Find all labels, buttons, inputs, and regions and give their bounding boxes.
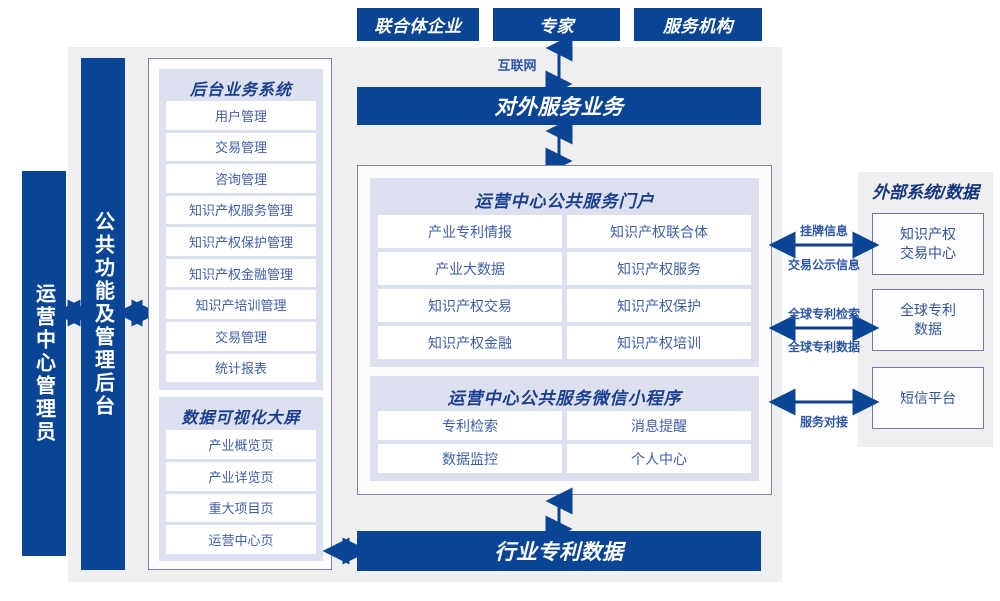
portal-to-data-arrow <box>545 487 573 543</box>
top-actor-label-0: 联合体企业 <box>374 17 462 36</box>
external-systems-title: 外部系统/数据 <box>872 183 979 202</box>
portal-item-2[interactable]: 产业大数据 <box>378 252 562 285</box>
backend-system-item-4[interactable]: 知识产权保护管理 <box>166 227 316 256</box>
portal-grid: 产业专利情报 知识产权联合体 产业大数据 知识产权服务 知识产权交易 知识产权保… <box>378 215 751 359</box>
top-actor-box-2[interactable]: 服务机构 <box>634 8 762 41</box>
portal-item-0[interactable]: 产业专利情报 <box>378 215 562 248</box>
miniprogram-grid: 专利检索 消息提醒 数据监控 个人中心 <box>378 411 751 473</box>
external-link-arrow-2 <box>768 388 880 416</box>
portal-panel: 运营中心公共服务门户 产业专利情报 知识产权联合体 产业大数据 知识产权服务 知… <box>370 178 759 367</box>
miniprogram-item-2[interactable]: 数据监控 <box>378 444 562 473</box>
portal-item-5[interactable]: 知识产权保护 <box>567 289 751 322</box>
miniprogram-panel: 运营中心公共服务微信小程序 专利检索 消息提醒 数据监控 个人中心 <box>370 376 759 481</box>
operator-backend-arrow <box>53 299 95 327</box>
external-box-1-line2: 数据 <box>914 321 942 337</box>
external-service-bar[interactable]: 对外服务业务 <box>357 87 761 125</box>
data-screen-item-2[interactable]: 重大项目页 <box>166 493 316 523</box>
external-box-0[interactable]: 知识产权 交易中心 <box>872 213 984 275</box>
data-screen-panel: 数据可视化大屏 产业概览页 产业详览页 重大项目页 运营中心页 <box>159 397 323 561</box>
external-link-arrow-0 <box>768 231 880 259</box>
portal-container: 运营中心公共服务门户 产业专利情报 知识产权联合体 产业大数据 知识产权服务 知… <box>357 165 772 495</box>
backend-system-panel: 后台业务系统 用户管理 交易管理 咨询管理 知识产权服务管理 知识产权保护管理 … <box>159 69 323 390</box>
external-box-0-line1: 知识产权 <box>900 226 956 243</box>
internet-connector-arrow <box>545 34 573 98</box>
external-box-2[interactable]: 短信平台 <box>872 367 984 429</box>
portal-item-7[interactable]: 知识产权培训 <box>567 326 751 359</box>
operator-role-label: 运营中心管理员 <box>32 283 55 444</box>
data-screen-item-0[interactable]: 产业概览页 <box>166 430 316 459</box>
top-actor-box-0[interactable]: 联合体企业 <box>357 8 479 41</box>
external-link-label-1-above: 全球专利检索 <box>787 307 860 321</box>
portal-title: 运营中心公共服务门户 <box>474 192 655 211</box>
external-box-0-line2: 交易中心 <box>900 245 956 261</box>
external-link-label-1-below: 全球专利数据 <box>787 340 860 354</box>
external-link-arrow-1 <box>768 314 880 342</box>
backend-system-item-7[interactable]: 交易管理 <box>166 321 316 351</box>
backend-system-item-6[interactable]: 知识产培训管理 <box>166 290 316 319</box>
common-backend-label: 公共功能及管理后台 <box>91 210 114 418</box>
backend-system-list: 用户管理 交易管理 咨询管理 知识产权服务管理 知识产权保护管理 知识产权金融管… <box>166 101 316 383</box>
miniprogram-item-0[interactable]: 专利检索 <box>378 411 562 440</box>
backend-system-item-8[interactable]: 统计报表 <box>166 353 316 383</box>
external-link-label-0-above: 挂牌信息 <box>799 224 848 238</box>
backend-to-modules-arrow <box>115 299 159 327</box>
backend-system-item-1[interactable]: 交易管理 <box>166 132 316 162</box>
external-box-1[interactable]: 全球专利 数据 <box>872 289 984 351</box>
external-service-bar-label: 对外服务业务 <box>494 96 624 119</box>
external-link-label-2-below: 服务对接 <box>799 415 848 429</box>
top-actor-label-2: 服务机构 <box>663 17 733 36</box>
portal-item-4[interactable]: 知识产权交易 <box>378 289 562 322</box>
backend-system-item-2[interactable]: 咨询管理 <box>166 164 316 193</box>
external-link-label-0-below: 交易公示信息 <box>787 258 860 272</box>
internet-label: 互联网 <box>497 58 537 73</box>
operator-role-bar[interactable]: 运营中心管理员 <box>22 171 66 556</box>
bottom-data-bar-label: 行业专利数据 <box>494 541 624 564</box>
common-backend-bar[interactable]: 公共功能及管理后台 <box>81 58 125 570</box>
backend-system-item-0[interactable]: 用户管理 <box>166 101 316 130</box>
data-screen-item-3[interactable]: 运营中心页 <box>166 525 316 554</box>
portal-item-3[interactable]: 知识产权服务 <box>567 252 751 285</box>
portal-item-6[interactable]: 知识产权金融 <box>378 326 562 359</box>
miniprogram-title: 运营中心公共服务微信小程序 <box>447 389 682 408</box>
backend-system-title: 后台业务系统 <box>189 82 292 99</box>
top-actor-box-1[interactable]: 专家 <box>493 8 620 41</box>
backend-system-item-5[interactable]: 知识产权金融管理 <box>166 258 316 288</box>
miniprogram-item-1[interactable]: 消息提醒 <box>567 411 751 440</box>
data-screen-list: 产业概览页 产业详览页 重大项目页 运营中心页 <box>166 430 316 554</box>
external-box-1-line1: 全球专利 <box>900 302 956 319</box>
modules-to-data-arrow <box>322 537 370 565</box>
portal-item-1[interactable]: 知识产权联合体 <box>567 215 751 248</box>
external-box-2-line1: 短信平台 <box>900 389 956 406</box>
data-screen-title: 数据可视化大屏 <box>181 410 301 427</box>
miniprogram-item-3[interactable]: 个人中心 <box>567 444 751 473</box>
data-screen-item-1[interactable]: 产业详览页 <box>166 461 316 491</box>
bottom-data-bar[interactable]: 行业专利数据 <box>357 531 761 571</box>
top-actor-label-1: 专家 <box>539 17 574 36</box>
service-to-portal-arrow <box>545 117 573 175</box>
backend-system-item-3[interactable]: 知识产权服务管理 <box>166 195 316 225</box>
backend-modules-card: 后台业务系统 用户管理 交易管理 咨询管理 知识产权服务管理 知识产权保护管理 … <box>148 58 332 570</box>
